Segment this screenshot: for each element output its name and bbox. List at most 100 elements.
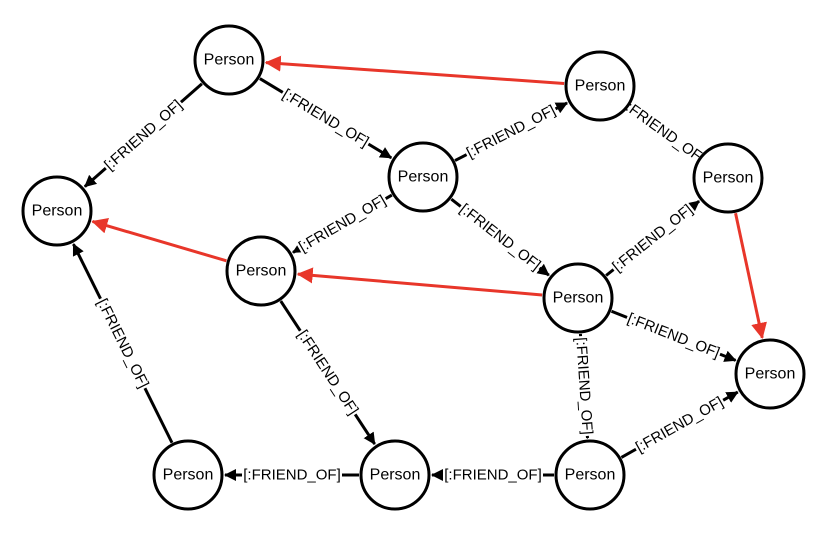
edge [91, 217, 227, 263]
edge-label: [:FRIEND_OF] [609, 201, 696, 275]
edge-label: [:FRIEND_OF] [572, 337, 596, 435]
edge-label-group: [:FRIEND_OF] [91, 294, 154, 393]
person-node[interactable]: Person [359, 439, 431, 511]
edge-label-group: [:FRIEND_OF] [462, 99, 561, 164]
edge-label: [:FRIEND_OF] [625, 310, 722, 362]
person-node-circle [225, 235, 297, 307]
edge-label-group: [:FRIEND_OF] [617, 94, 711, 170]
edge: [:FRIEND_OF] [72, 243, 174, 444]
highlight-edge-arrow [296, 267, 543, 297]
edge-label-background [454, 198, 546, 276]
person-node-circle [21, 175, 93, 247]
edge-label: [:FRIEND_OF] [444, 467, 542, 484]
highlight-edge-arrow [734, 212, 767, 339]
person-node[interactable]: Person [193, 24, 265, 96]
edge-label-background [294, 190, 391, 258]
edge: [:FRIEND_OF] [610, 308, 737, 364]
person-node[interactable]: Person [734, 338, 806, 410]
person-node-label: Person [398, 169, 449, 186]
edge-label-background [623, 308, 724, 364]
person-node-circle [554, 439, 626, 511]
edge: [:FRIEND_OF] [431, 465, 554, 485]
person-node-circle [152, 439, 224, 511]
edge-label-background [631, 391, 729, 458]
person-node[interactable]: Person [542, 262, 614, 334]
person-node-label: Person [370, 467, 421, 484]
edge-label-background [617, 94, 711, 170]
edge-label-group: [:FRIEND_OF] [623, 308, 724, 364]
edges-layer: [:FRIEND_OF] [:FRIEND_OF] [:FRIEND_OF] [:FR… [72, 55, 767, 485]
person-node-circle [387, 141, 459, 213]
edge-label: [:FRIEND_OF] [456, 200, 543, 273]
edge-label-group: [:FRIEND_OF] [294, 190, 391, 258]
person-node[interactable]: Person [692, 142, 764, 214]
edge-label-group: [:FRIEND_OF] [607, 199, 698, 278]
edge-label-background [91, 294, 154, 393]
edge-label: [:FRIEND_OF] [619, 96, 708, 167]
edge-label-background [570, 335, 598, 437]
person-node-label: Person [703, 170, 754, 187]
edge-label-group: [:FRIEND_OF] [454, 198, 546, 276]
edge-label-background [462, 99, 561, 164]
nodes-layer: PersonPersonPersonPersonPersonPersonPers… [21, 24, 806, 511]
edge: [:FRIEND_OF] [224, 465, 359, 485]
edge-label: [:FRIEND_OF] [243, 467, 341, 484]
person-node[interactable]: Person [387, 141, 459, 213]
person-node-circle [359, 439, 431, 511]
person-node[interactable]: Person [225, 235, 297, 307]
edge-label-group: [:FRIEND_OF] [99, 94, 188, 176]
person-node[interactable]: Person [564, 50, 636, 122]
person-node-label: Person [565, 467, 616, 484]
person-node[interactable]: Person [152, 439, 224, 511]
edge [264, 55, 565, 85]
person-node-circle [692, 142, 764, 214]
edge-label: [:FRIEND_OF] [101, 97, 185, 174]
edge-label-background [277, 83, 374, 153]
edge [296, 267, 543, 297]
edge: [:FRIEND_OF] [454, 99, 568, 164]
edge-label-group: [:FRIEND_OF] [242, 465, 342, 485]
person-node-circle [734, 338, 806, 410]
edge-label-background [99, 94, 188, 176]
person-node-label: Person [745, 366, 796, 383]
person-node-circle [193, 24, 265, 96]
edge: [:FRIEND_OF] [605, 199, 701, 278]
edge-label-background [443, 465, 543, 485]
person-node-label: Person [163, 467, 214, 484]
edge-label-background [242, 465, 342, 485]
edge-label: [:FRIEND_OF] [294, 327, 362, 418]
edge: [:FRIEND_OF] [617, 94, 711, 170]
edge: [:FRIEND_OF] [259, 77, 393, 160]
edge-label: [:FRIEND_OF] [633, 393, 726, 456]
person-node-circle [542, 262, 614, 334]
edge-label: [:FRIEND_OF] [464, 102, 558, 162]
edge-label-group: [:FRIEND_OF] [277, 83, 374, 153]
person-node-label: Person [236, 263, 287, 280]
person-node[interactable]: Person [21, 175, 93, 247]
edge: [:FRIEND_OF] [570, 333, 598, 440]
edge: [:FRIEND_OF] [279, 300, 376, 445]
highlight-edge-arrow [264, 55, 565, 85]
edge-label: [:FRIEND_OF] [93, 296, 152, 391]
person-node-label: Person [32, 203, 83, 220]
edge-label-background [607, 199, 698, 278]
edge: [:FRIEND_OF] [83, 82, 203, 188]
edge-label-group: [:FRIEND_OF] [443, 465, 543, 485]
person-node-label: Person [204, 52, 255, 69]
edge-label-group: [:FRIEND_OF] [291, 325, 364, 420]
edge-label-group: [:FRIEND_OF] [570, 335, 598, 437]
person-node-circle [564, 50, 636, 122]
edge-label-background [291, 325, 364, 420]
edge-label: [:FRIEND_OF] [296, 192, 389, 256]
edge-label: [:FRIEND_OF] [279, 86, 371, 151]
edge [734, 212, 767, 339]
highlight-edge-arrow [91, 217, 227, 263]
person-node[interactable]: Person [554, 439, 626, 511]
edge-label-group: [:FRIEND_OF] [631, 391, 729, 458]
person-node-label: Person [553, 290, 604, 307]
person-node-label: Person [575, 78, 626, 95]
edge: [:FRIEND_OF] [450, 197, 550, 277]
edge: [:FRIEND_OF] [292, 190, 393, 258]
